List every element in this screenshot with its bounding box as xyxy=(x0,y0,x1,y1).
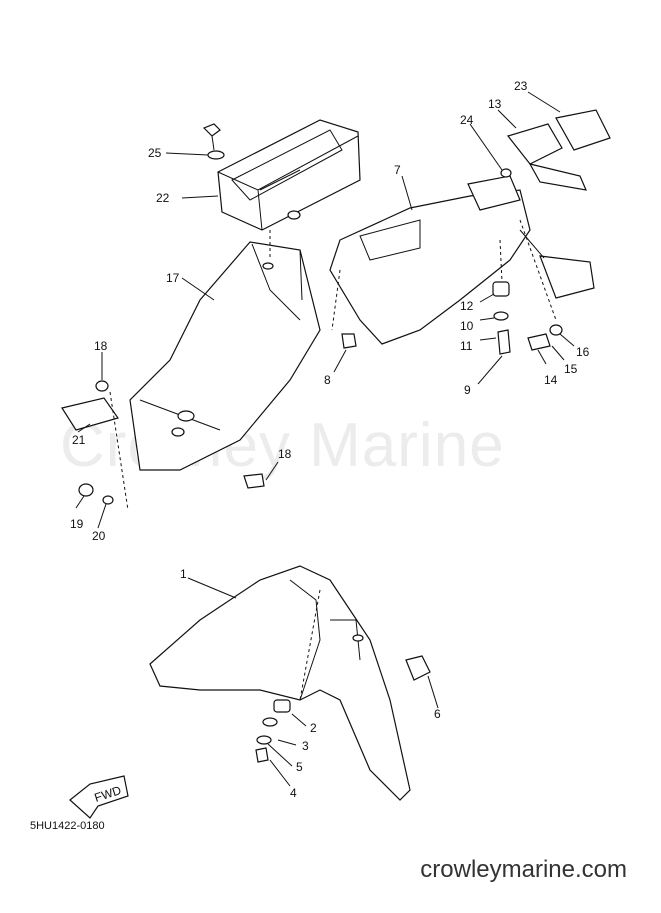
diagram-code: 5HU1422-0180 xyxy=(30,820,105,832)
leader-lines xyxy=(75,91,575,787)
callout-15: 15 xyxy=(564,362,578,376)
callout-23: 23 xyxy=(514,79,528,93)
assembly-lines xyxy=(109,219,557,701)
front-fender-part xyxy=(149,565,431,801)
callout-7: 7 xyxy=(394,163,401,177)
site-url: crowleymarine.com xyxy=(420,856,627,883)
callout-17: 17 xyxy=(166,271,180,285)
callout-10: 10 xyxy=(460,319,474,333)
callout-13: 13 xyxy=(488,97,502,111)
callout-12: 12 xyxy=(460,299,474,313)
callout-22: 22 xyxy=(156,191,170,205)
bolt-25-part xyxy=(202,123,225,160)
callout-18-lower: 18 xyxy=(278,447,292,461)
fwd-arrow-icon: FWD xyxy=(69,775,129,819)
callout-18-upper: 18 xyxy=(94,339,108,353)
callout-14: 14 xyxy=(544,373,558,387)
callout-21: 21 xyxy=(72,433,86,447)
callout-2: 2 xyxy=(310,721,317,735)
callout-6: 6 xyxy=(434,707,441,721)
callout-19: 19 xyxy=(70,517,84,531)
callout-1: 1 xyxy=(180,567,187,581)
battery-box-part xyxy=(217,119,361,231)
hardware-parts xyxy=(61,168,563,505)
callout-8: 8 xyxy=(324,373,331,387)
callout-24: 24 xyxy=(460,113,474,127)
rear-mudguard-part xyxy=(329,175,595,345)
rear-fender-part xyxy=(129,241,321,471)
callout-labels: 1 2 3 4 5 6 7 8 9 10 11 12 13 14 15 16 1… xyxy=(70,79,590,800)
callout-5: 5 xyxy=(296,760,303,774)
callout-20: 20 xyxy=(92,529,106,543)
callout-4: 4 xyxy=(290,786,297,800)
callout-11: 11 xyxy=(460,339,473,353)
callout-9: 9 xyxy=(464,383,471,397)
reflector-bracket-part xyxy=(506,109,611,191)
callout-25: 25 xyxy=(148,146,162,160)
callout-3: 3 xyxy=(302,739,309,753)
callout-16: 16 xyxy=(576,345,590,359)
